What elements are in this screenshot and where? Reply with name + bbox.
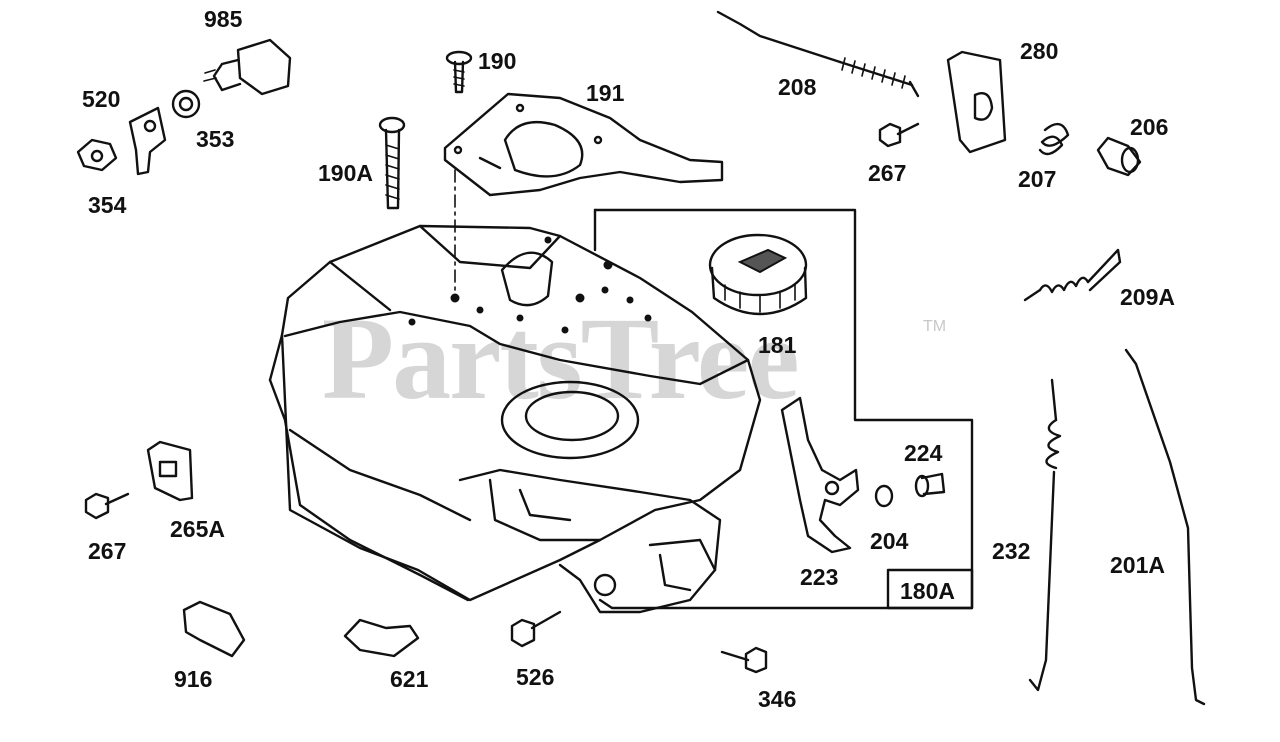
screw-267-bottom [84,492,130,520]
label-206: 206 [1130,114,1169,140]
screw-526 [510,610,562,648]
label-209a: 209A [1120,284,1175,310]
pin-224 [914,472,946,498]
label-916: 916 [174,666,213,692]
group-180a-label-box [886,568,974,610]
clip-265a [146,440,194,502]
label-224: 224 [904,440,943,466]
plate-191 [443,92,724,197]
washer-204 [874,484,894,508]
screw-190 [445,50,473,94]
label-265a: 265A [170,516,225,542]
label-353: 353 [196,126,235,152]
lock-washer-353 [171,89,201,119]
fuel-tank-illustration [268,169,762,614]
label-985: 985 [204,6,243,32]
label-223: 223 [800,564,839,590]
watermark: PartsTree [322,293,800,424]
label-201a: 201A [1110,552,1165,578]
label-621: 621 [390,666,429,692]
spring-rod-232 [1028,378,1062,692]
screw-190a [378,116,406,210]
label-520: 520 [82,86,121,112]
label-346: 346 [758,686,797,712]
label-191: 191 [586,80,625,106]
label-232: 232 [992,538,1031,564]
clip-916 [182,600,246,658]
label-267-bottom: 267 [88,538,127,564]
governor-rod-208 [716,10,920,98]
trademark-mark: TM [923,318,947,335]
label-280: 280 [1020,38,1059,64]
label-526: 526 [516,664,555,690]
terminal-985 [203,38,292,96]
screw-267-top [878,122,920,148]
clip-621 [343,618,420,658]
label-208: 208 [778,74,817,100]
label-354: 354 [88,192,127,218]
lever-223 [780,396,860,554]
group-180a-outline [593,208,974,610]
label-267-top: 267 [868,160,907,186]
label-181: 181 [758,332,797,358]
spring-209a [1023,248,1122,302]
fuel-cap-181 [708,233,808,316]
bracket-280 [946,50,1007,154]
fitting-206 [1096,136,1142,177]
label-204: 204 [870,528,909,554]
label-207: 207 [1018,166,1057,192]
spring-207 [1038,122,1070,156]
screw-346 [720,646,768,674]
label-190a: 190A [318,160,373,186]
bracket-520 [128,106,167,176]
rod-201a [1124,348,1206,706]
label-180a: 180A [900,578,955,604]
nut-354 [76,138,118,172]
label-190: 190 [478,48,517,74]
